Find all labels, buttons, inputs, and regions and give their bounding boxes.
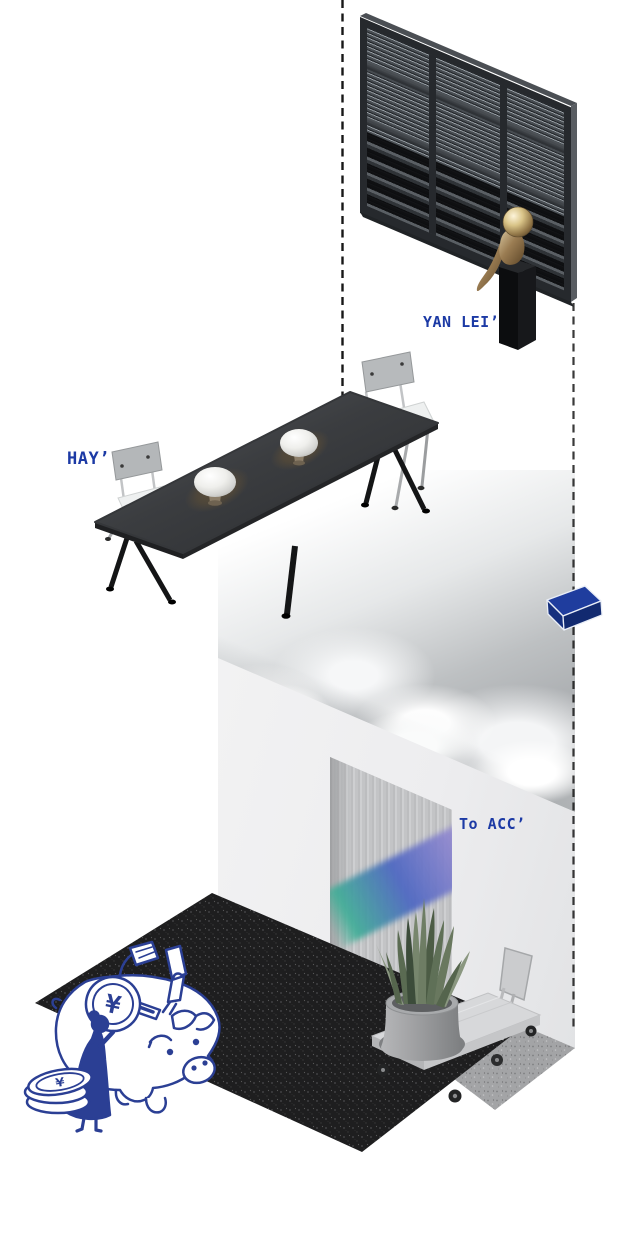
robot-arm-upper	[164, 944, 188, 980]
pig-nostril	[191, 1065, 197, 1071]
robot-face-lines	[135, 946, 155, 959]
sculpture-pedestal	[499, 260, 536, 350]
pig-nostril-2	[202, 1060, 208, 1066]
robot-claw	[161, 1000, 178, 1016]
person-arms	[89, 1019, 116, 1049]
pig-eye	[166, 1048, 174, 1056]
label-hay[interactable]: HAY’	[67, 449, 110, 469]
snake-plant	[376, 898, 470, 1008]
label-yan-lei[interactable]: YAN LEI’	[423, 313, 500, 331]
stack-coin-yen: ¥	[54, 1075, 66, 1091]
pig-leg-2	[114, 1088, 130, 1106]
pig-brow	[147, 1034, 173, 1049]
piggy-bank-illustration: ¥ ¥	[23, 940, 221, 1133]
shelf-depth-faces	[360, 13, 577, 307]
big-coin-yen: ¥	[103, 989, 124, 1020]
pig-ear-2	[194, 1011, 216, 1031]
table-lamp-1	[174, 460, 260, 520]
person-legs	[75, 1116, 103, 1133]
bronze-sculpture	[476, 206, 534, 292]
pig-eye-2	[192, 1038, 200, 1046]
dining-table	[94, 391, 439, 619]
table-lamp-2	[261, 422, 339, 478]
blue-block	[546, 585, 603, 631]
pig-tail	[51, 997, 62, 1010]
coin-stack: ¥	[23, 1067, 93, 1115]
label-to-acc[interactable]: To ACC’	[459, 815, 526, 833]
pig-leg	[144, 1096, 168, 1114]
robot-arm-fore	[166, 974, 186, 1004]
